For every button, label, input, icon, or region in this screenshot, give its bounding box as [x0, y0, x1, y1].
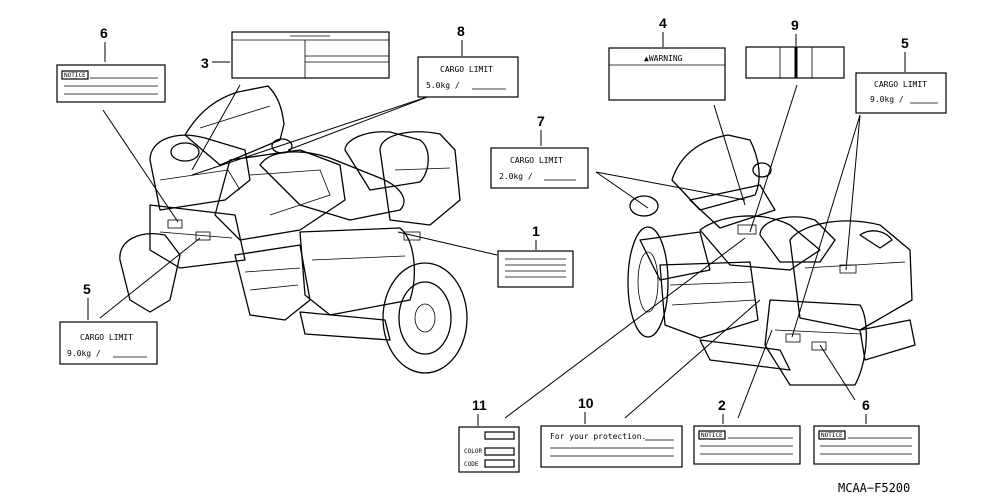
callout-6-left: 6	[100, 25, 108, 41]
callout-5-left: 5	[83, 281, 91, 297]
callout-numbers: 6 3 8 7 1 5 4 9 5 11 10 2 6	[83, 15, 909, 426]
callout-10: 10	[578, 395, 594, 411]
callout-9: 9	[791, 17, 799, 33]
warning-text: ▲WARNING	[644, 54, 683, 63]
label-5-left-cargo-limit: CARGO LIMIT 9.0kg /	[59, 321, 158, 365]
label-4-warning: ▲WARNING	[608, 47, 726, 101]
cargo-limit-value: 2.0kg /	[499, 172, 533, 181]
protection-text: For your protection.	[550, 432, 646, 441]
cargo-limit-value: 5.0kg /	[426, 81, 460, 90]
callout-8: 8	[457, 23, 465, 39]
cargo-limit-title: CARGO LIMIT	[874, 80, 927, 89]
cargo-limit-title: CARGO LIMIT	[440, 65, 493, 74]
callout-11: 11	[472, 397, 487, 413]
label-6-right-notice: NOTICE	[813, 425, 920, 465]
code-text: CODE	[464, 461, 479, 468]
right-motorcycle	[627, 134, 916, 386]
callout-3: 3	[201, 55, 209, 71]
callout-6-right: 6	[862, 397, 870, 413]
cargo-limit-title: CARGO LIMIT	[80, 333, 133, 342]
label-6-left-notice: NOTICE	[56, 64, 166, 103]
callout-1: 1	[532, 223, 540, 239]
callout-2: 2	[718, 397, 726, 413]
cargo-limit-value: 9.0kg /	[870, 95, 904, 104]
leader-lines	[99, 84, 861, 419]
label-8-cargo-limit: CARGO LIMIT 5.0kg /	[417, 56, 519, 98]
callout-5-right: 5	[901, 35, 909, 51]
label-7-cargo-limit: CARGO LIMIT 2.0kg /	[490, 147, 589, 189]
cargo-limit-title: CARGO LIMIT	[510, 156, 563, 165]
notice-text: NOTICE	[64, 72, 86, 79]
label-10-protection: For your protection.	[540, 425, 683, 468]
label-9	[745, 46, 845, 79]
callout-7: 7	[537, 113, 545, 129]
notice-text: NOTICE	[821, 432, 843, 439]
left-motorcycle	[119, 85, 468, 374]
color-text: COLOR	[464, 448, 482, 455]
label-5-right-cargo-limit: CARGO LIMIT 9.0kg /	[855, 72, 947, 114]
callout-4: 4	[659, 15, 667, 31]
notice-text: NOTICE	[701, 432, 723, 439]
label-2-notice: NOTICE	[693, 425, 801, 465]
cargo-limit-value: 9.0kg /	[67, 349, 101, 358]
diagram-code: MCAA−F5200	[838, 481, 910, 495]
label-3	[231, 31, 390, 79]
label-1	[497, 250, 574, 288]
label-11-color-code: COLOR CODE	[458, 426, 520, 473]
